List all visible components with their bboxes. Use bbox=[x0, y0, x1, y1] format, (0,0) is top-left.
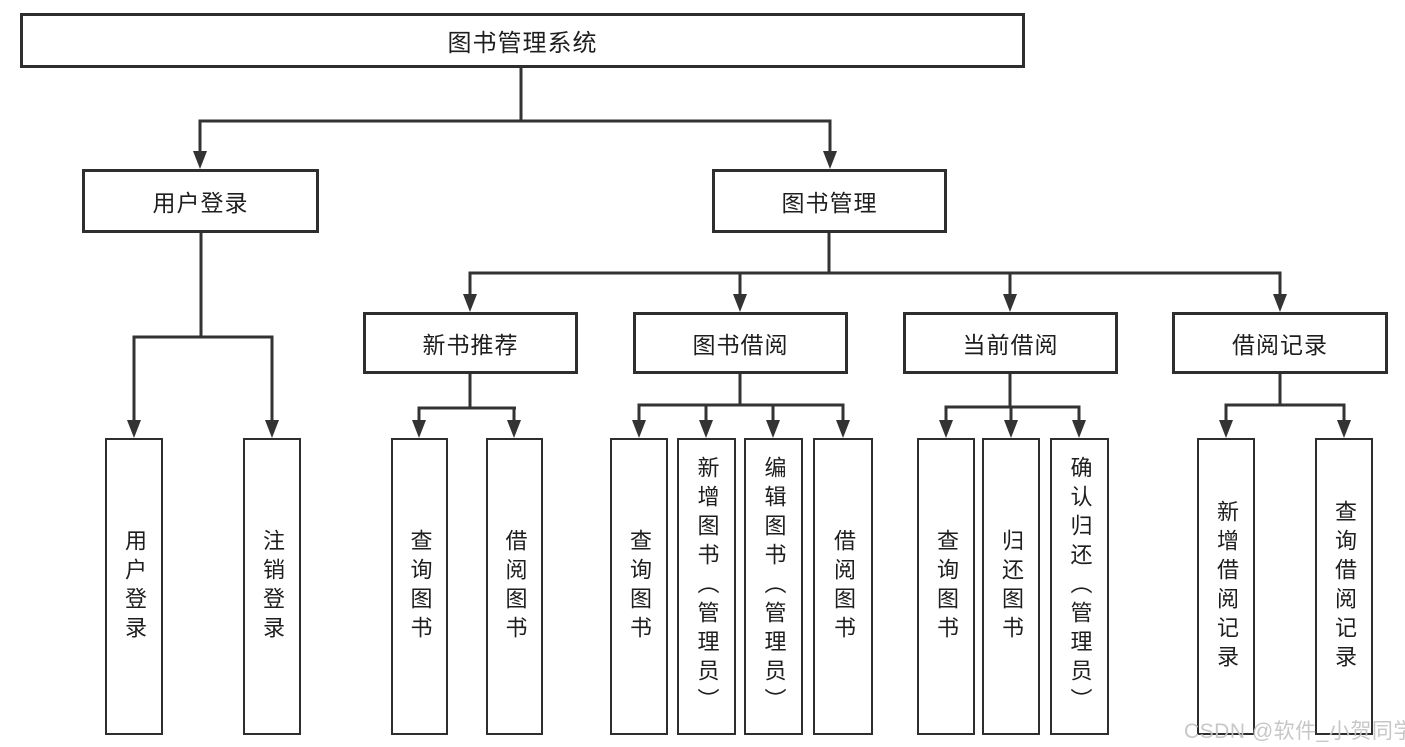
arrow-down-icon bbox=[836, 420, 850, 438]
arrow-down-icon bbox=[463, 294, 477, 312]
arrow-down-icon bbox=[507, 420, 521, 438]
node-new-book-recommend: 新书推荐 bbox=[363, 312, 578, 374]
leaf-label: 查询图书 bbox=[407, 528, 433, 645]
arrow-down-icon bbox=[265, 420, 279, 438]
leaf-label: 借阅图书 bbox=[831, 528, 856, 645]
node-current-borrow: 当前借阅 bbox=[903, 312, 1118, 374]
leaf-return-books: 归还图书 bbox=[982, 438, 1040, 735]
arrow-down-icon bbox=[699, 420, 713, 438]
leaf-borrow-books-recommend: 借阅图书 bbox=[486, 438, 543, 735]
leaf-query-books-current: 查询图书 bbox=[917, 438, 975, 735]
leaf-confirm-return-admin: 确认归还（管理员） bbox=[1050, 438, 1109, 735]
leaf-label: 归还图书 bbox=[999, 528, 1024, 645]
arrow-down-icon bbox=[823, 151, 837, 169]
leaf-label: 用户登录 bbox=[122, 528, 147, 645]
node-root-library-system: 图书管理系统 bbox=[20, 13, 1025, 68]
arrow-down-icon bbox=[733, 294, 747, 312]
leaf-query-books-recommend: 查询图书 bbox=[391, 438, 448, 735]
arrow-down-icon bbox=[127, 420, 141, 438]
arrow-down-icon bbox=[632, 420, 646, 438]
arrow-down-icon bbox=[1072, 420, 1086, 438]
leaf-label: 新增图书（管理员） bbox=[694, 456, 720, 717]
arrow-down-icon bbox=[412, 420, 426, 438]
leaf-edit-books-admin: 编辑图书（管理员） bbox=[744, 438, 803, 735]
leaf-query-borrow-record: 查询借阅记录 bbox=[1315, 438, 1373, 735]
node-user-login: 用户登录 bbox=[82, 169, 319, 233]
leaf-label: 编辑图书（管理员） bbox=[761, 456, 787, 717]
leaf-query-books-borrow: 查询图书 bbox=[610, 438, 668, 735]
leaf-label: 查询图书 bbox=[934, 528, 959, 645]
arrow-down-icon bbox=[1337, 420, 1351, 438]
leaf-user-login: 用户登录 bbox=[105, 438, 163, 735]
arrow-down-icon bbox=[1003, 294, 1017, 312]
csdn-watermark: CSDN @软件_小贺同学 bbox=[1184, 720, 1405, 743]
leaf-label: 借阅图书 bbox=[502, 528, 528, 645]
arrow-down-icon bbox=[1004, 420, 1018, 438]
node-book-borrow: 图书借阅 bbox=[633, 312, 848, 374]
leaf-label: 注销登录 bbox=[260, 528, 285, 645]
leaf-borrow-books: 借阅图书 bbox=[813, 438, 873, 735]
leaf-logout: 注销登录 bbox=[243, 438, 301, 735]
leaf-add-borrow-record: 新增借阅记录 bbox=[1197, 438, 1255, 735]
leaf-label: 查询图书 bbox=[627, 528, 652, 645]
node-borrow-records: 借阅记录 bbox=[1172, 312, 1388, 374]
leaf-label: 查询借阅记录 bbox=[1332, 499, 1357, 674]
leaf-label: 新增借阅记录 bbox=[1214, 499, 1239, 674]
arrow-down-icon bbox=[193, 151, 207, 169]
arrow-down-icon bbox=[1219, 420, 1233, 438]
node-book-management: 图书管理 bbox=[712, 169, 947, 233]
leaf-label: 确认归还（管理员） bbox=[1067, 456, 1093, 717]
arrow-down-icon bbox=[766, 420, 780, 438]
arrow-down-icon bbox=[939, 420, 953, 438]
arrow-down-icon bbox=[1273, 294, 1287, 312]
leaf-add-books-admin: 新增图书（管理员） bbox=[677, 438, 736, 735]
